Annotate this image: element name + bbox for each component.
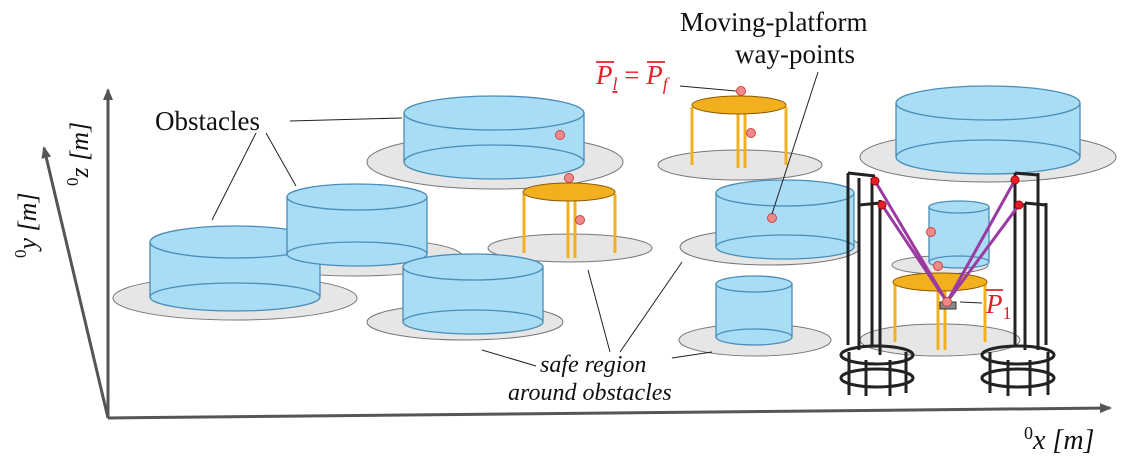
obstacle-cylinder (149, 225, 321, 312)
waypoint (942, 297, 952, 307)
x-axis-label: 0x [m] (1024, 423, 1094, 456)
x-axis (107, 403, 1112, 420)
cable-anchors (870, 175, 1024, 210)
waypoints-label-line1: Moving-platform (680, 7, 867, 37)
y-axis (41, 146, 110, 419)
platform (690, 95, 788, 168)
cable-robot (839, 171, 1056, 396)
waypoint (564, 173, 574, 183)
safe-region-label-line2: around obstacles (508, 380, 672, 406)
waypoint (555, 130, 565, 140)
waypoint (933, 261, 943, 271)
waypoint (926, 227, 936, 237)
safe-region (487, 233, 653, 263)
obstacle-cylinder (895, 85, 1081, 175)
y-axis-label: 0y [m] (11, 192, 42, 258)
pl-equals-pf-label: Pl = Pf (595, 60, 671, 94)
p1-label: P1 (985, 289, 1012, 323)
waypoint (746, 128, 756, 138)
obstacle-cylinder (402, 253, 544, 335)
waypoint (575, 215, 585, 225)
safe-region-label-line1: safe region (540, 352, 646, 378)
obstacles-label: Obstacles (155, 106, 260, 136)
axes (41, 88, 1112, 420)
safe-region (859, 323, 1021, 357)
z-axis-label: 0z [m] (63, 122, 94, 186)
obstacle-cylinder (715, 179, 855, 260)
leader-lines (211, 71, 983, 367)
waypoint (736, 86, 746, 96)
svg-text:Pl = Pf: Pl = Pf (595, 60, 671, 94)
robot-cables (873, 179, 1021, 303)
waypoint (767, 213, 777, 223)
safe-region (657, 149, 823, 181)
svg-text:P1: P1 (985, 289, 1012, 323)
obstacle-cylinder (715, 275, 793, 346)
obstacle-cylinder (403, 95, 585, 180)
obstacle-cylinder (286, 183, 428, 267)
waypoints-label-line2: way-points (735, 39, 855, 69)
